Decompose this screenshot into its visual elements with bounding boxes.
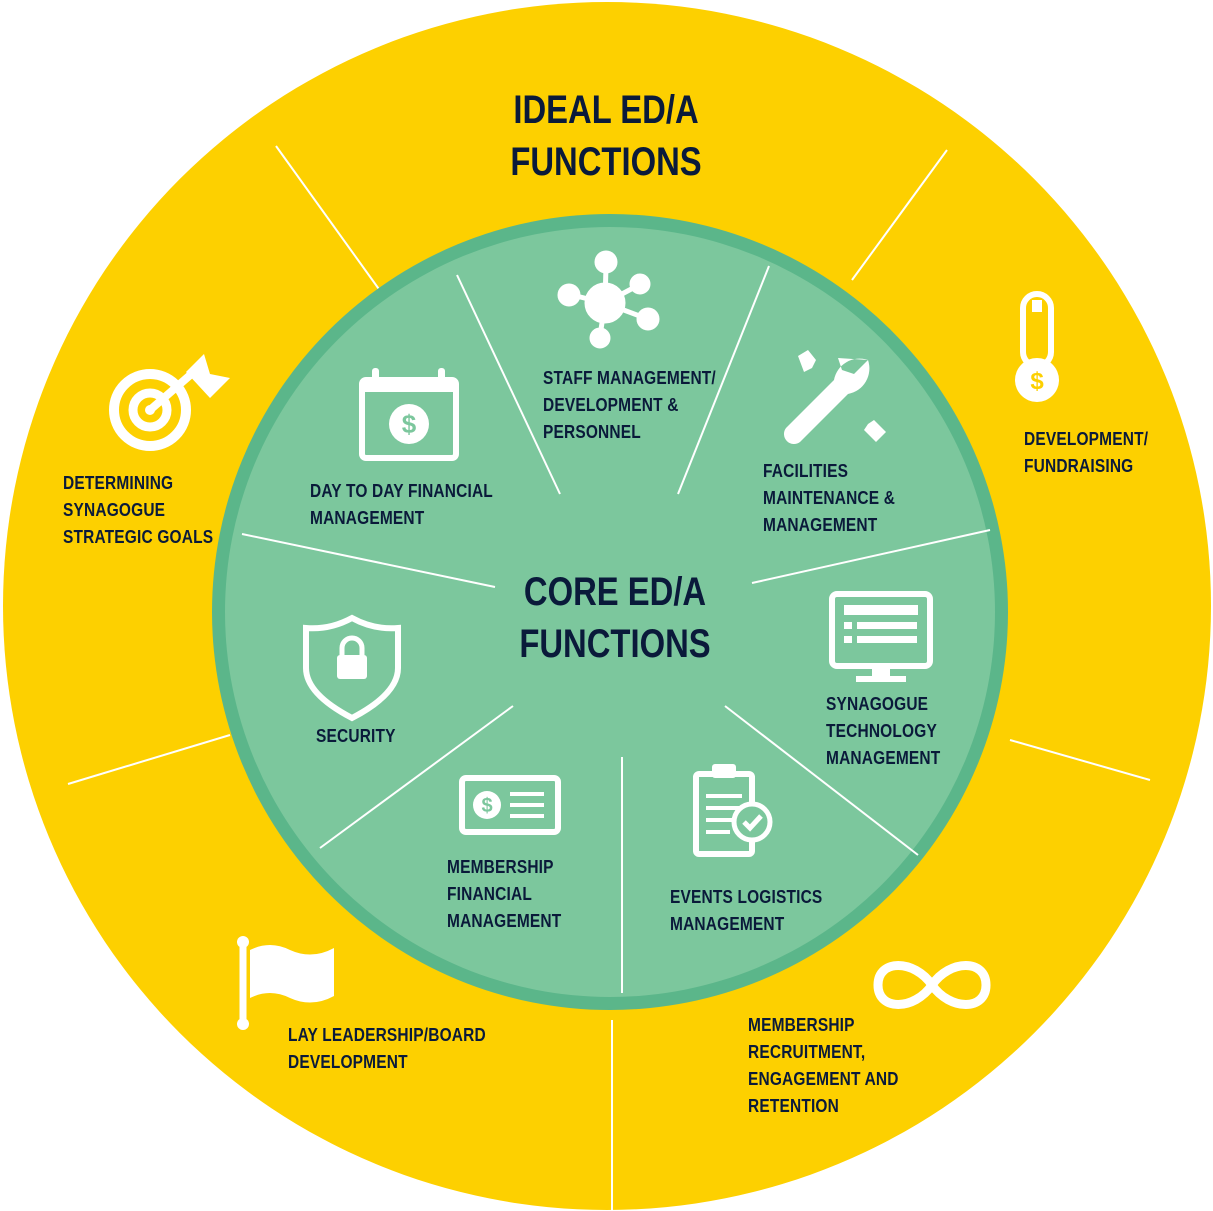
- outer-label-development-fundraising: DEVELOPMENT/ FUNDRAISING: [1024, 429, 1149, 476]
- core-divider: [456, 274, 561, 495]
- svg-text:$: $: [402, 409, 417, 439]
- calendar-dollar-icon: $: [359, 368, 459, 461]
- shield-lock-icon: [303, 614, 401, 722]
- core-divider: [241, 533, 496, 588]
- outer-divider: [1009, 739, 1151, 781]
- core-dividers: [241, 265, 991, 993]
- infinity-icon: [873, 961, 991, 1009]
- core-label-security: SECURITY: [316, 726, 396, 746]
- core-label-staff-management: STAFF MANAGEMENT/ DEVELOPMENT & PERSONNE…: [543, 368, 716, 442]
- outer-title: IDEAL ED/A FUNCTIONS: [510, 88, 702, 184]
- core-divider: [751, 529, 991, 584]
- core-title: CORE ED/A FUNCTIONS: [519, 570, 711, 666]
- clipboard-check-icon: [693, 764, 773, 857]
- core-divider: [319, 705, 514, 849]
- outer-dividers: [67, 145, 1151, 1211]
- outer-divider: [67, 734, 231, 785]
- monitor-icon: [829, 591, 933, 682]
- core-label-technology: SYNAGOGUE TECHNOLOGY MANAGEMENT: [826, 694, 941, 768]
- outer-divider: [851, 149, 948, 281]
- svg-text:$: $: [481, 795, 492, 817]
- outer-divider: [275, 145, 382, 293]
- core-divider: [677, 265, 770, 495]
- thermometer-dollar-icon: $: [1015, 291, 1059, 402]
- outer-label-strategic-goals: DETERMINING SYNAGOGUE STRATEGIC GOALS: [63, 473, 214, 547]
- core-label-membership-financial: MEMBERSHIP FINANCIAL MANAGEMENT: [447, 857, 562, 931]
- dollar-card-icon: $: [459, 775, 561, 835]
- core-label-facilities: FACILITIES MAINTENANCE & MANAGEMENT: [763, 461, 896, 535]
- flag-icon: [237, 936, 334, 1030]
- outer-label-membership-recruitment: MEMBERSHIP RECRUITMENT, ENGAGEMENT AND R…: [748, 1015, 899, 1116]
- outer-label-lay-leadership: LAY LEADERSHIP/BOARD DEVELOPMENT: [288, 1025, 486, 1072]
- target-icon: [109, 354, 230, 451]
- core-label-day-to-day-financial: DAY TO DAY FINANCIAL MANAGEMENT: [310, 481, 493, 528]
- core-label-events-logistics: EVENTS LOGISTICS MANAGEMENT: [670, 887, 823, 934]
- core-divider: [724, 705, 919, 856]
- network-icon: [557, 250, 660, 349]
- svg-text:$: $: [1030, 368, 1044, 395]
- tools-icon: [783, 350, 886, 445]
